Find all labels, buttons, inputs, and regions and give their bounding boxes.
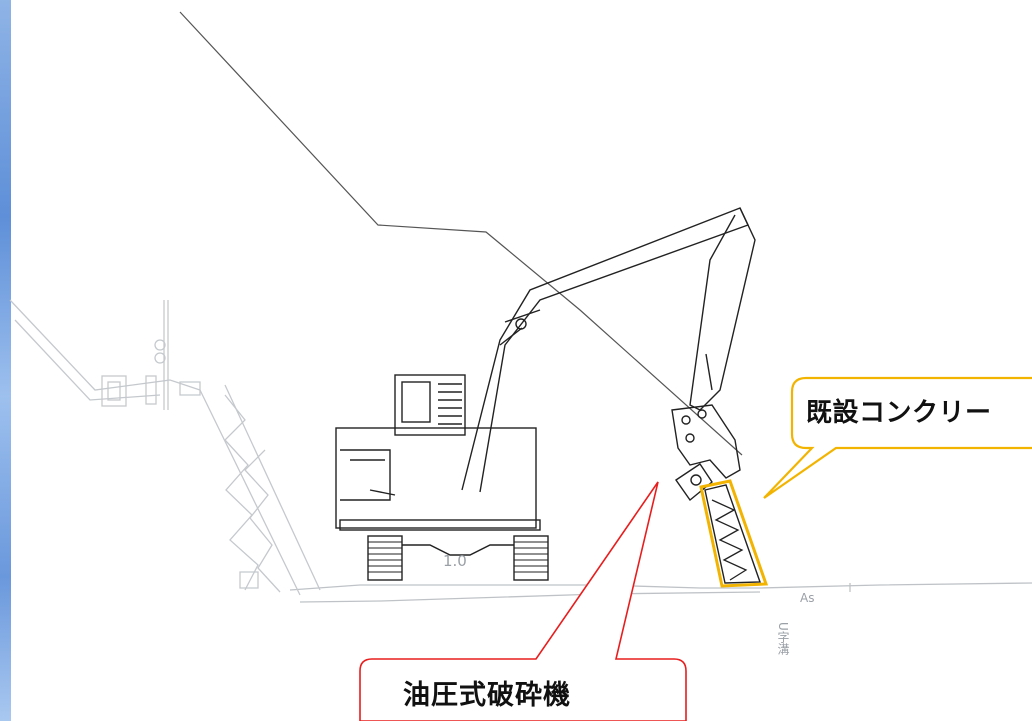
concrete-callout-label: 既設コンクリー: [806, 398, 992, 428]
concrete-highlight-box: [699, 479, 769, 588]
left-decorative-strip: [0, 0, 11, 721]
breaker-jaw: [699, 479, 769, 588]
slope-ratio-label: 1.0: [443, 552, 467, 570]
concrete-callout: [763, 376, 1032, 499]
retaining-wall: [9, 299, 321, 596]
u-ditch-label: U字溝: [776, 622, 790, 655]
as-label: As: [800, 591, 814, 605]
slope-profile-line: [179, 11, 743, 456]
breaker-callout: [359, 481, 687, 721]
breaker-callout-label: 油圧式破砕機: [403, 680, 571, 711]
excavator: [335, 207, 756, 581]
